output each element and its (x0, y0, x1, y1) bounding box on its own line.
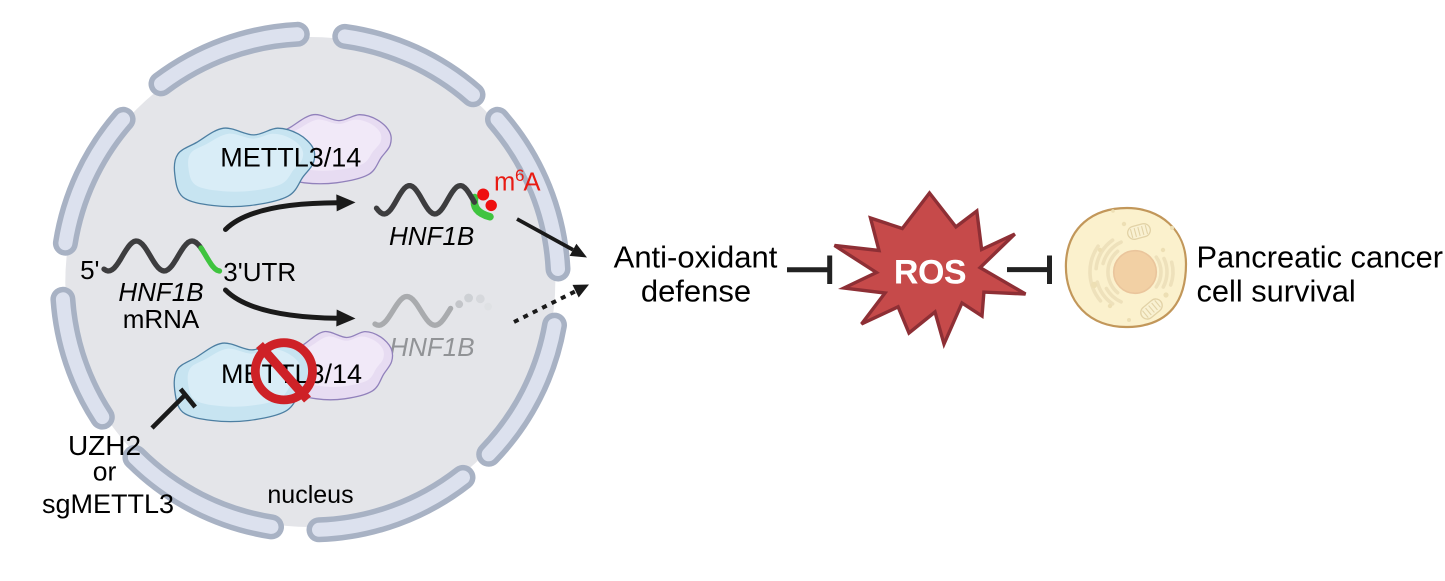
svg-text:ROS: ROS (894, 254, 966, 292)
svg-text:HNF1B: HNF1B (389, 221, 474, 251)
svg-text:Pancreatic cancer: Pancreatic cancer (1197, 240, 1444, 275)
svg-text:Anti-oxidant: Anti-oxidant (614, 240, 778, 275)
svg-text:6: 6 (515, 166, 524, 185)
svg-text:UZH2: UZH2 (68, 430, 141, 461)
svg-text:A: A (524, 169, 541, 197)
svg-text:3'UTR: 3'UTR (223, 257, 296, 287)
svg-text:m: m (494, 169, 515, 197)
svg-text:5': 5' (80, 255, 99, 285)
svg-text:HNF1B: HNF1B (389, 332, 474, 362)
svg-text:defense: defense (641, 274, 751, 309)
svg-text:mRNA: mRNA (123, 304, 200, 334)
svg-text:or: or (93, 457, 117, 487)
svg-text:METTL3/14: METTL3/14 (220, 143, 361, 173)
svg-text:HNF1B: HNF1B (118, 277, 203, 307)
svg-text:nucleus: nucleus (267, 481, 353, 509)
svg-text:cell survival: cell survival (1197, 273, 1356, 308)
svg-text:sgMETTL3: sgMETTL3 (42, 489, 174, 519)
